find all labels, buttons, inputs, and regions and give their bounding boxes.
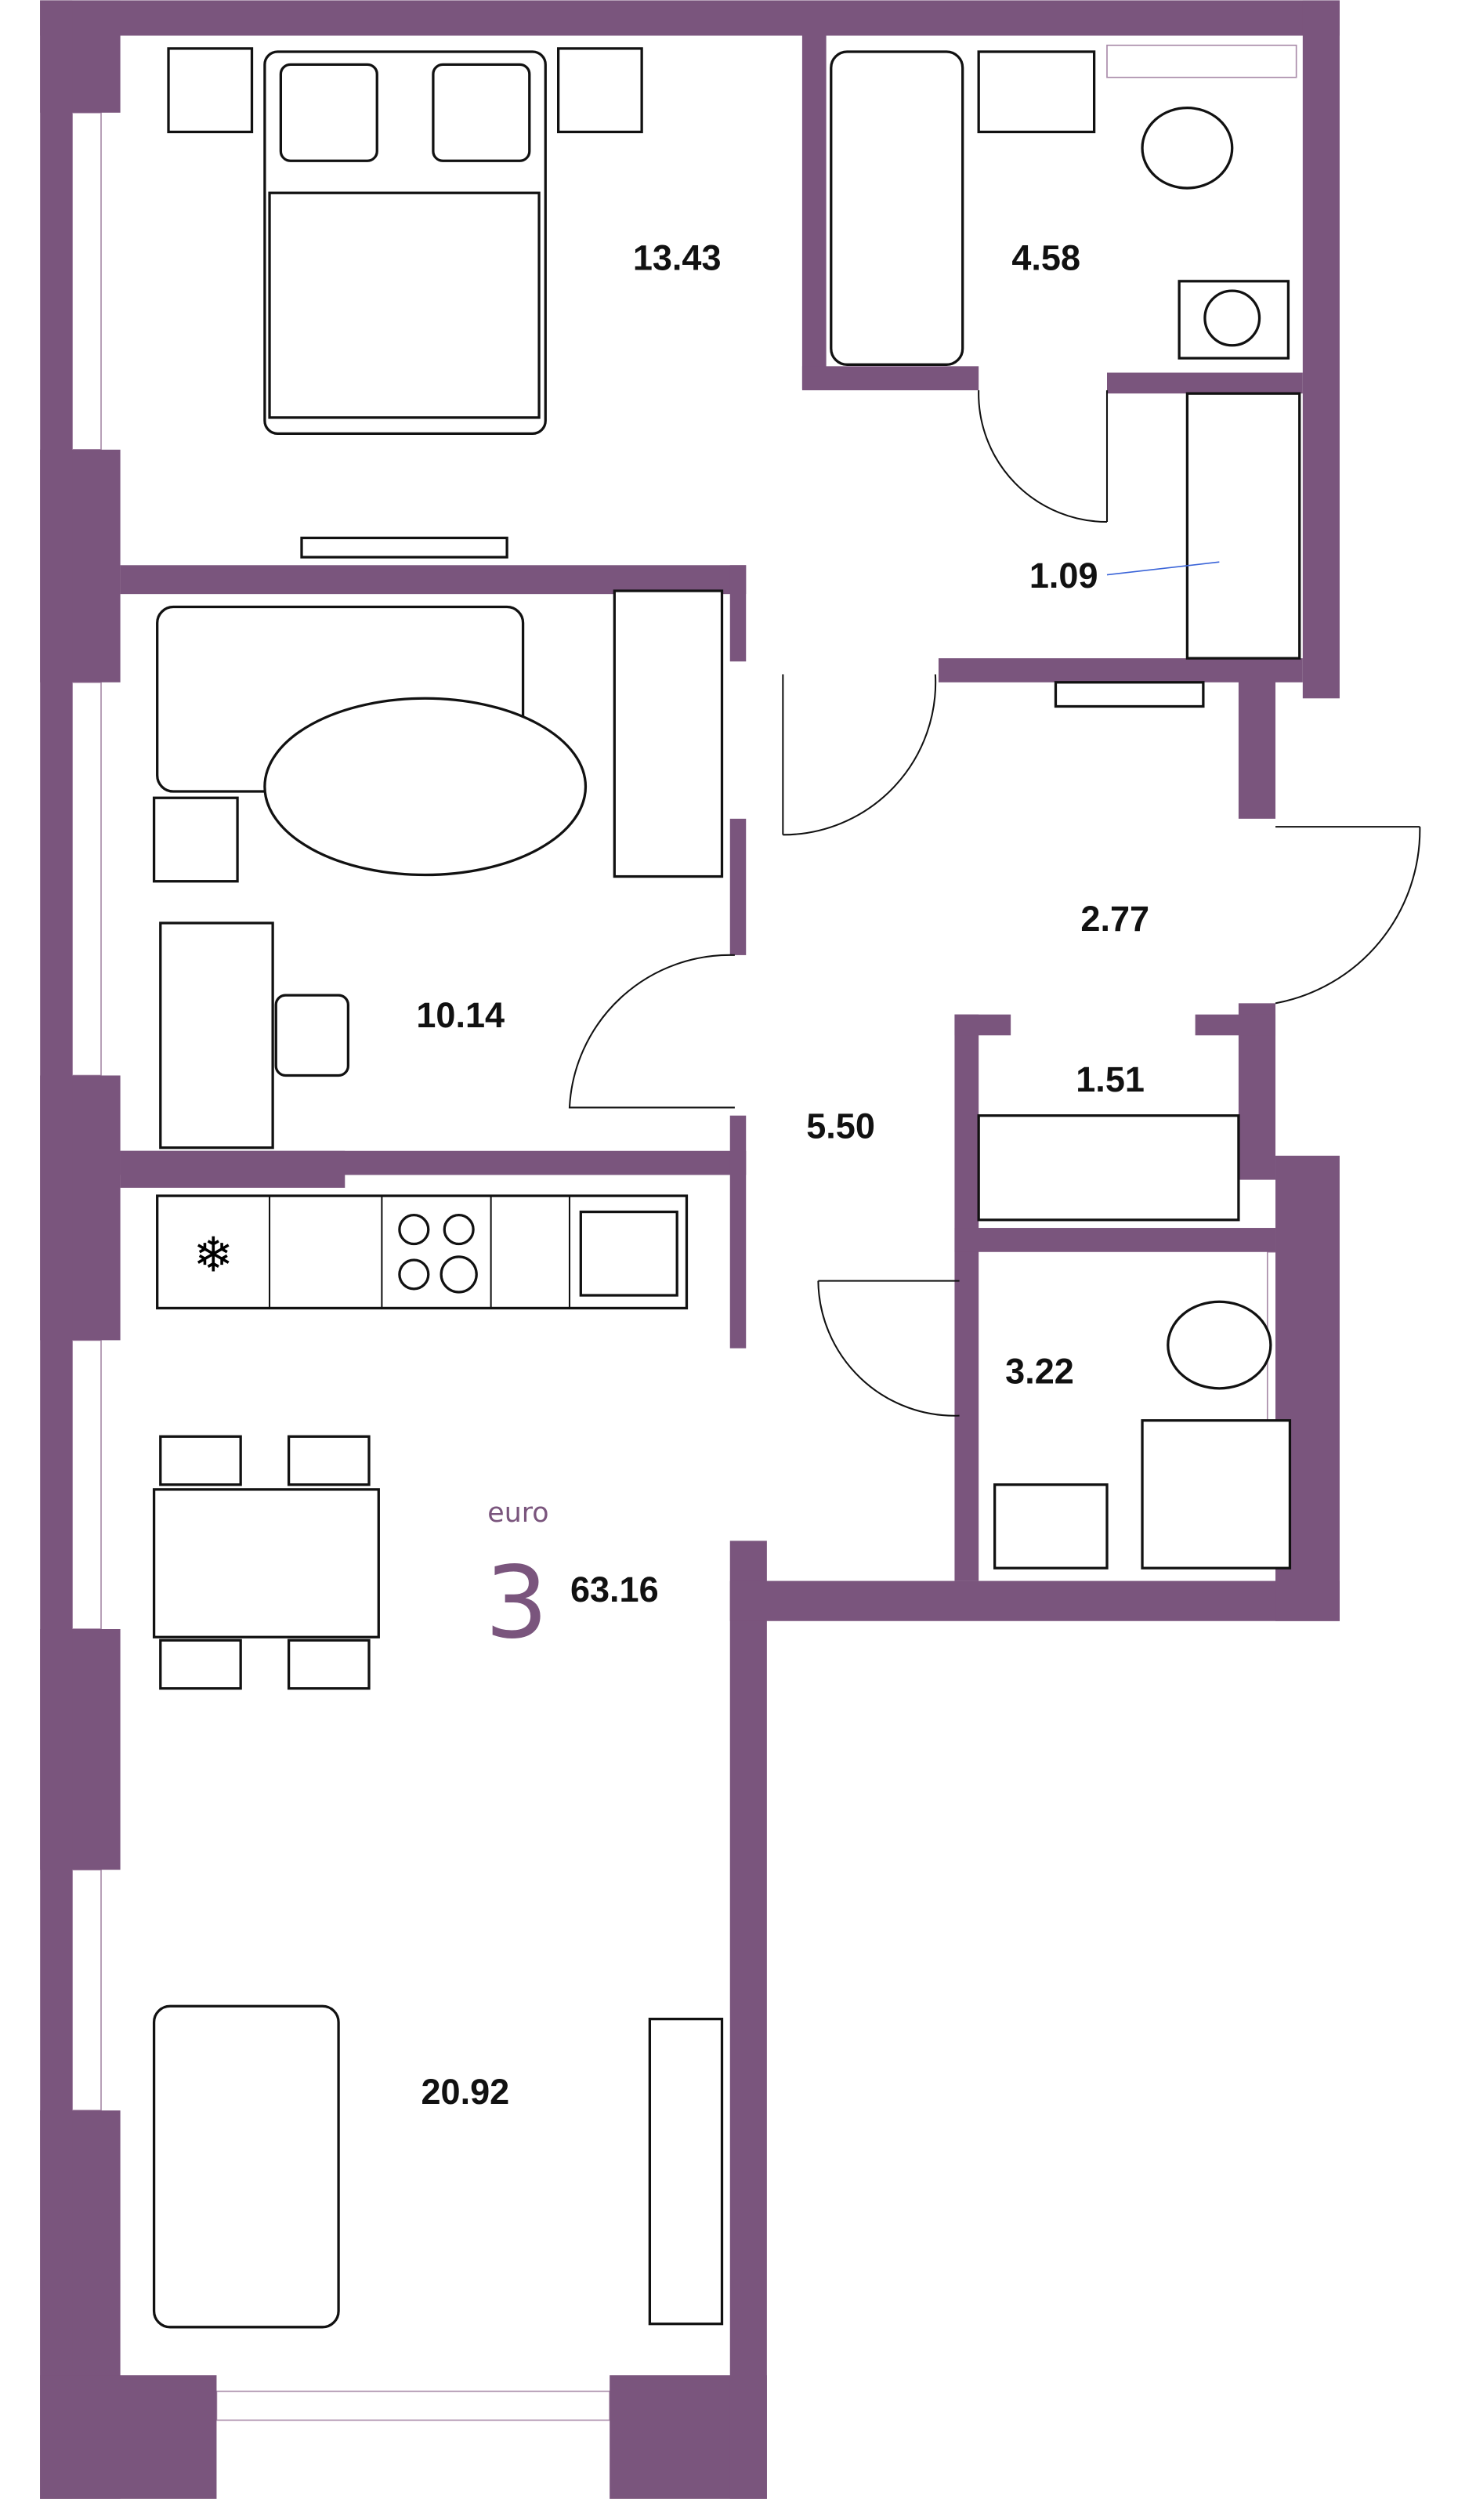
dining-chair — [287, 1638, 371, 1690]
radiator — [1054, 681, 1205, 708]
dining-chair — [287, 1435, 371, 1486]
bathtub — [830, 50, 964, 366]
area-bedroom: 13.43 — [633, 237, 722, 277]
bed — [263, 50, 547, 436]
room-wardrobe — [613, 589, 724, 878]
shower-toilet — [1167, 1300, 1272, 1390]
apartment-type-label: euro — [487, 1497, 548, 1529]
room-area-labels: 13.43 4.58 1.09 10.14 2.77 1.51 5.50 3.2… — [416, 237, 1220, 2112]
toilet — [1141, 107, 1234, 190]
room-count: 3 — [485, 1544, 548, 1660]
tv-unit — [300, 536, 508, 559]
doors — [568, 390, 1421, 1417]
area-wardrobe: 1.09 — [1029, 556, 1098, 596]
walls — [40, 0, 1340, 2499]
dining-chair — [159, 1638, 242, 1690]
total-area: 63.16 — [570, 1570, 659, 1609]
dining-chair — [159, 1435, 242, 1486]
area-kitchen-living: 20.92 — [421, 2072, 510, 2112]
dining-table — [152, 1488, 380, 1638]
desk — [159, 921, 274, 1150]
sofa — [152, 2004, 340, 2329]
area-room: 10.14 — [416, 995, 505, 1035]
stove-icon — [398, 1214, 478, 1294]
fridge-icon: ❄ — [194, 1227, 233, 1283]
wardrobe-rack — [1185, 392, 1301, 660]
area-shower-room: 3.22 — [1005, 1352, 1074, 1392]
shower-sink — [993, 1483, 1109, 1570]
nightstand-right — [557, 47, 643, 134]
area-entrance-hall: 2.77 — [1080, 899, 1149, 939]
storage-rack — [977, 1114, 1240, 1222]
bathroom-sink — [977, 50, 1096, 134]
desk-chair — [274, 994, 350, 1077]
washing-machine-drum — [1203, 289, 1261, 347]
nightstand-left — [167, 47, 254, 134]
kitchen-sink — [579, 1210, 678, 1297]
area-bathroom: 4.58 — [1011, 237, 1080, 277]
rug — [263, 697, 588, 877]
shower — [1141, 1419, 1292, 1570]
area-storage: 1.51 — [1076, 1059, 1145, 1099]
wardrobe-leader-line — [1106, 561, 1220, 576]
side-table — [152, 796, 239, 883]
area-corridor: 5.50 — [806, 1106, 875, 1146]
tv-stand — [648, 2017, 724, 2326]
